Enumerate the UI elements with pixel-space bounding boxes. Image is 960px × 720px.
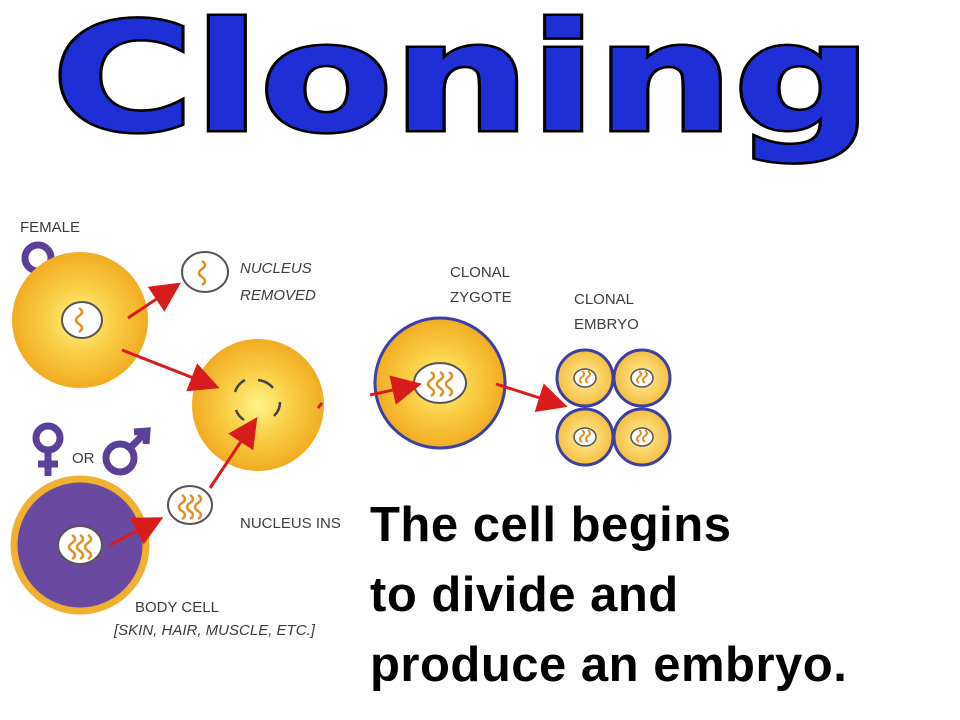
female-label: FEMALE [20,219,80,236]
embryo-cell [612,348,672,408]
clonal-zygote-label-1: CLONAL [450,264,510,281]
female-symbol-icon [32,422,64,476]
enucleated-egg [192,339,324,471]
caption-line-3: produce an embryo. [370,638,848,692]
arrow-extract-nucleus [109,517,164,547]
caption-backdrop [362,487,960,660]
slide-title: Cloning [50,0,875,169]
arrow-to-zygote-tail [316,402,324,409]
nucleus-removed-label-2: REMOVED [240,287,316,304]
or-label: OR [72,450,95,467]
nucleus-removed-label-1: NUCLEUS [240,260,312,277]
process-arrows [109,282,568,547]
title-text: Cloning [52,0,872,166]
nucleus-inserted-label: NUCLEUS INS [240,515,341,532]
clonal-embryo-label-2: EMBRYO [574,316,639,333]
arrow-to-zygote [369,375,422,405]
embryo-cell [612,407,672,467]
embryo-cell [555,407,615,467]
arrow-to-embryo [495,382,568,413]
caption-line-2: to divide and [370,568,679,622]
arrow-insert-nucleus [208,417,258,489]
arrow-remove-nucleus [127,282,181,320]
removed-nucleus [181,251,229,293]
body-cell-types: [SKIN, HAIR, MUSCLE, ETC.] [113,622,316,639]
clonal-embryo-label-1: CLONAL [574,291,634,308]
clonal-zygote-label-2: ZYGOTE [450,289,512,306]
body-cell-nucleus [57,525,103,565]
body-cell-label: BODY CELL [135,599,219,616]
arrow-to-enucleated [121,348,220,392]
cloning-diagram: FEMALE NUCLEUS REMOVED OR [10,219,960,660]
zygote-nucleus [413,362,467,404]
egg-nucleus [61,301,103,339]
clonal-embryo [555,348,672,467]
embryo-cell [555,348,615,408]
male-symbol-icon [102,427,151,476]
inserted-nucleus [167,485,213,525]
caption-line-1: The cell begins [370,498,732,552]
caption: The cell begins to divide and produce an… [370,490,950,700]
